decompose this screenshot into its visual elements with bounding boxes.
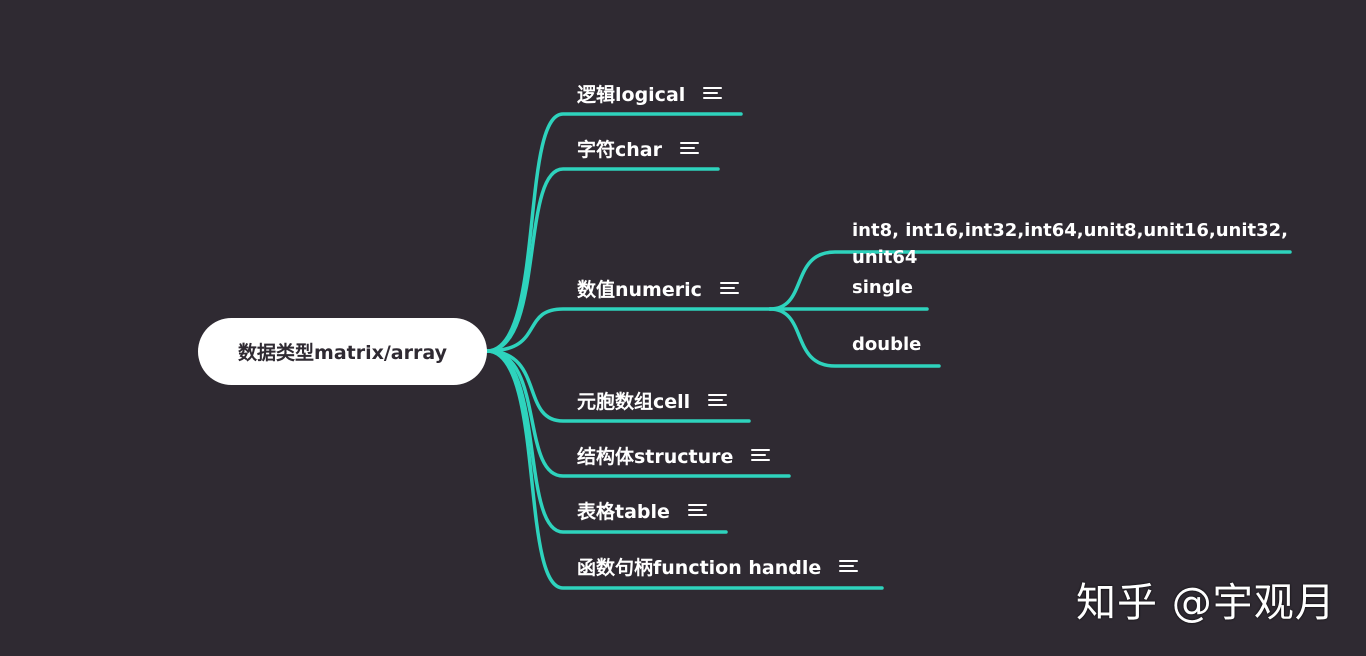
branch-char[interactable]: 字符char	[577, 135, 700, 161]
branch-label: 结构体structure	[577, 445, 734, 468]
branch-connector	[485, 349, 791, 478]
leaf-integer-types[interactable]: int8, int16,int32,int64,unit8,unit16,uni…	[852, 190, 1292, 271]
notes-lines-icon[interactable]	[719, 281, 740, 296]
root-label: 数据类型matrix/array	[238, 342, 447, 364]
branch-label: 函数句柄function handle	[577, 556, 822, 579]
root-node[interactable]: 数据类型matrix/array	[198, 318, 487, 385]
branch-connector	[485, 349, 751, 423]
branch-function-handle[interactable]: 函数句柄function handle	[577, 553, 859, 579]
notes-lines-icon[interactable]	[679, 141, 700, 156]
branch-label: 表格table	[577, 500, 670, 523]
leaf-single[interactable]: single	[852, 274, 913, 301]
branch-numeric[interactable]: 数值numeric	[577, 275, 740, 301]
branch-connector	[485, 167, 720, 353]
notes-lines-icon[interactable]	[839, 559, 859, 574]
leaf-label: double	[852, 334, 922, 355]
branch-label: 逻辑logical	[577, 83, 686, 106]
branch-cell[interactable]: 元胞数组cell	[577, 387, 728, 413]
branch-table[interactable]: 表格table	[577, 497, 708, 523]
notes-lines-icon[interactable]	[703, 86, 723, 101]
branch-logical[interactable]: 逻辑logical	[577, 80, 723, 106]
notes-lines-icon[interactable]	[687, 503, 708, 518]
leaf-connector	[768, 250, 1292, 311]
branch-connector	[485, 112, 743, 353]
notes-lines-icon[interactable]	[708, 393, 728, 408]
leaf-label: single	[852, 277, 913, 298]
leaf-label: int8, int16,int32,int64,unit8,unit16,uni…	[852, 220, 1288, 268]
notes-lines-icon[interactable]	[751, 448, 771, 463]
branch-connector	[485, 349, 884, 590]
branch-label: 字符char	[577, 138, 662, 161]
leaf-connector	[768, 307, 941, 368]
branch-connector	[485, 307, 772, 353]
branch-label: 元胞数组cell	[577, 390, 691, 413]
branch-structure[interactable]: 结构体structure	[577, 442, 771, 468]
leaf-double[interactable]: double	[852, 331, 921, 358]
branch-label: 数值numeric	[577, 278, 702, 301]
watermark: 知乎 @宇观月	[1076, 580, 1336, 626]
